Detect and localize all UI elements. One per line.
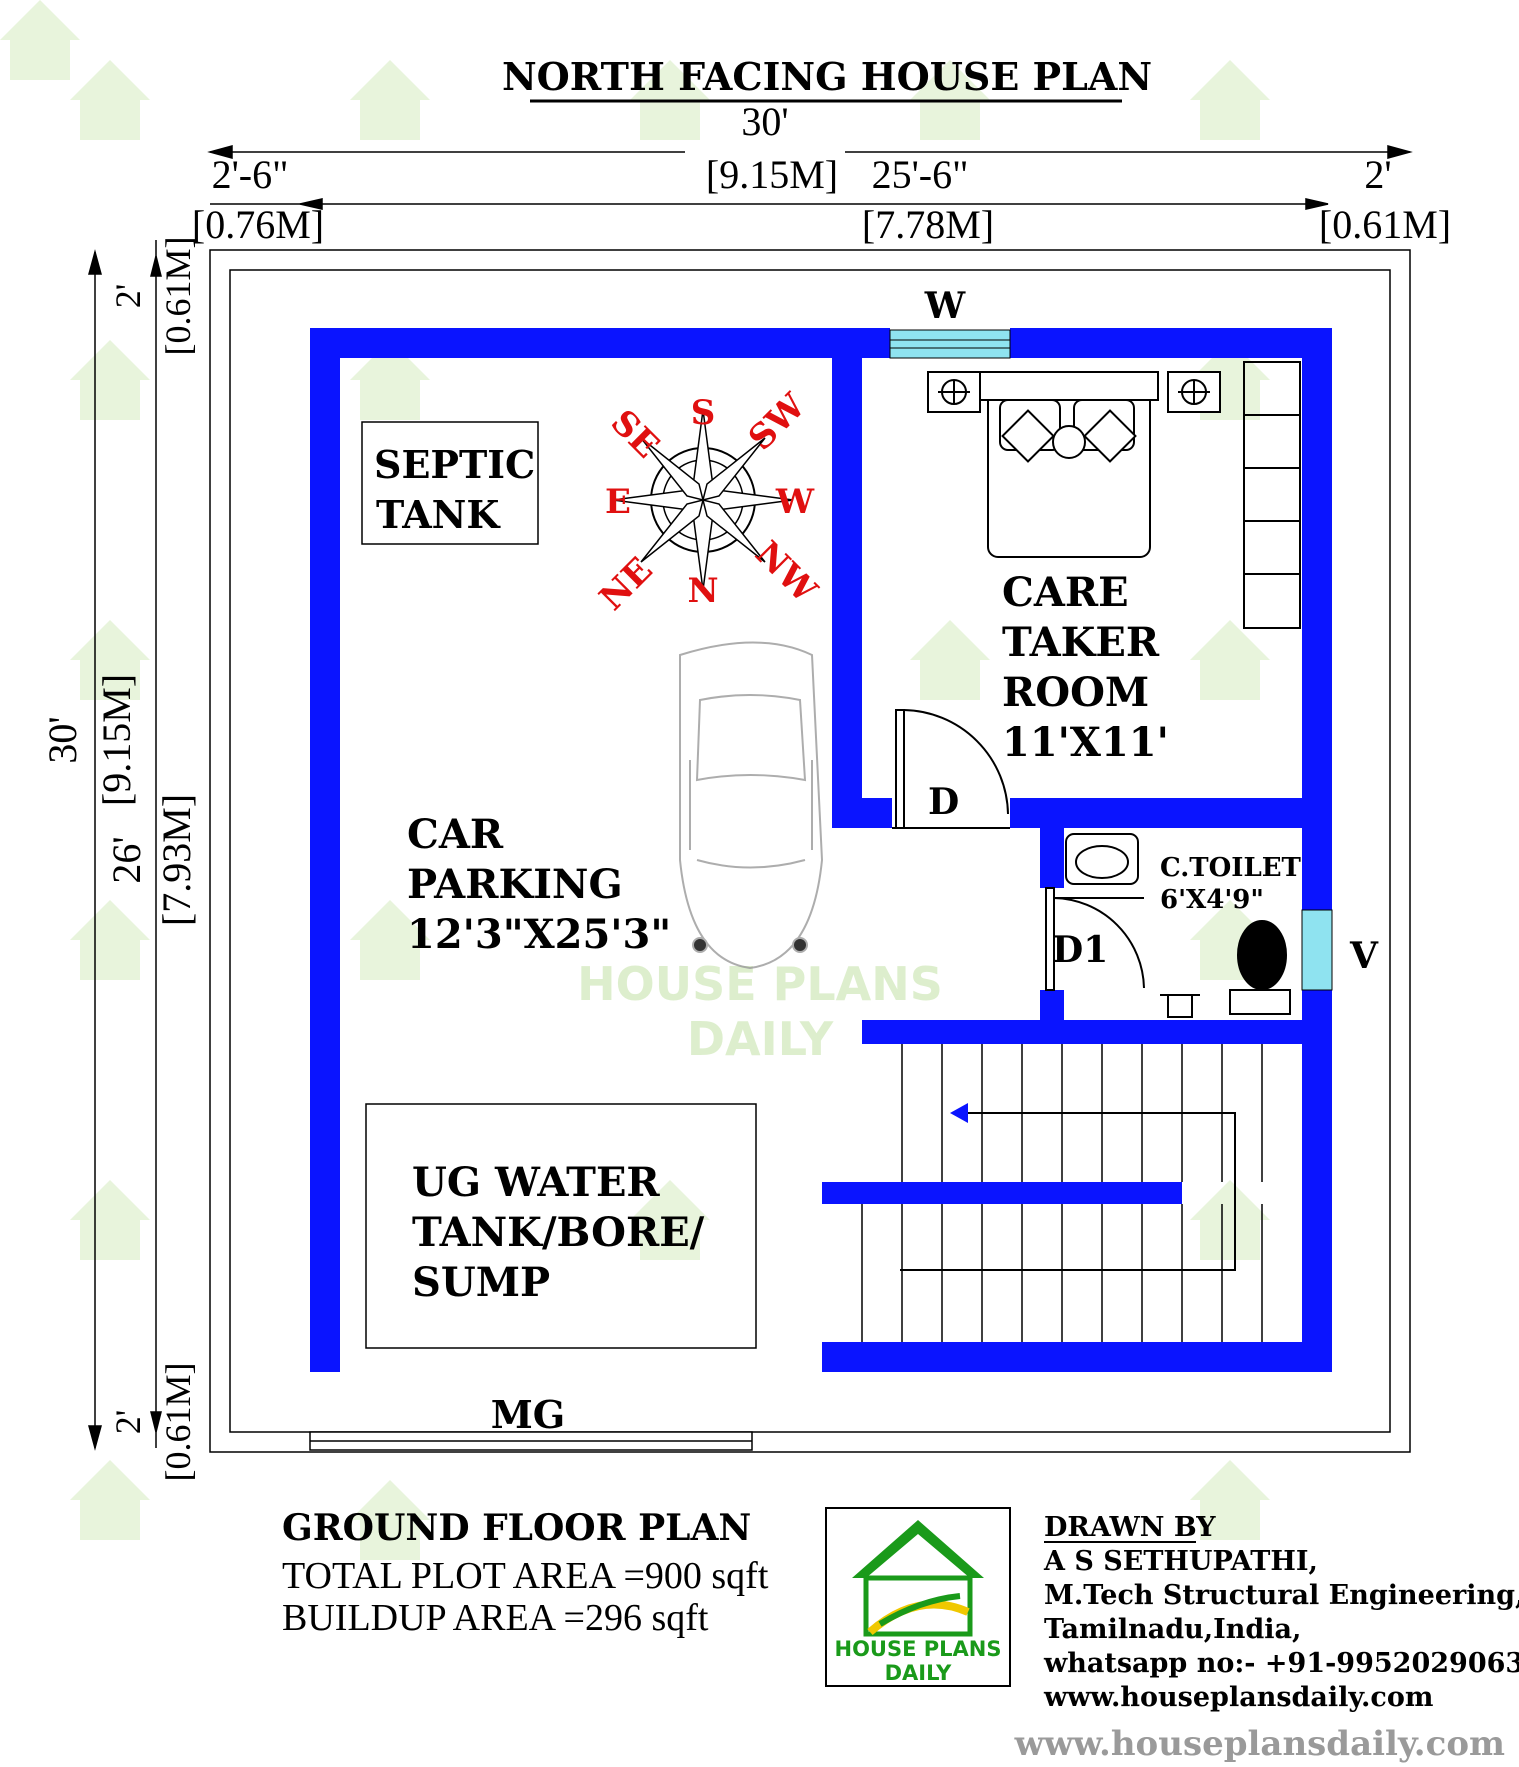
credits-degree: M.Tech Structural Engineering, [1044,1580,1519,1611]
plot-area: TOTAL PLOT AREA =900 sqft [282,1555,769,1597]
parking-label-line1: CAR [407,811,504,858]
care-label-line1: CARE [1002,569,1129,616]
main-gate-label: MG [491,1392,566,1437]
watermark-line2: DAILY [687,1012,834,1066]
car-icon [679,641,824,970]
dim-top-mid-ft: 25'-6" [872,152,969,197]
dim-top-right-ft: 2' [1364,152,1391,197]
ventilator-label: V [1349,935,1379,977]
dim-left-mid-m: [7.93M] [154,794,199,926]
tap-icon [1160,994,1200,1018]
buildup-area: BUILDUP AREA =296 sqft [282,1597,709,1639]
staircase [861,1044,1263,1342]
door-label: D [928,781,959,823]
watermark-pattern [0,0,1270,1560]
parking-size: 12'3"X25'3" [407,911,671,958]
stair-direction-arrow-icon [950,1103,968,1123]
compass-e: E [605,482,631,522]
compass-s: S [691,393,716,433]
care-label-line2: TAKER [1002,619,1160,666]
window-label: W [924,285,966,327]
dim-top-left-ft: 2'-6" [212,152,289,197]
care-size: 11'X11' [1002,719,1169,766]
credits-heading: DRAWN BY [1044,1512,1216,1543]
window [889,329,1011,359]
dim-left-top-m: [0.61M] [158,237,198,356]
ug-tank-box [365,1103,757,1349]
compass-rose-icon [612,409,794,591]
compass-w: W [775,482,815,522]
main-gate [309,1431,753,1451]
credits-website: www.houseplansdaily.com [1043,1682,1433,1713]
dim-left-bottom-m: [0.61M] [158,1363,198,1482]
footer-url: www.houseplansdaily.com [1014,1724,1505,1764]
ug-label-line3: SUMP [412,1259,550,1306]
left-dimensions [88,240,162,1451]
ventilator [1301,909,1333,991]
bed-icon [979,371,1159,558]
page-title: NORTH FACING HOUSE PLAN [502,54,1152,99]
logo-line2: DAILY [885,1661,953,1685]
door-d [892,709,1010,829]
walls [310,328,1332,1372]
dim-left-top-ft: 2' [108,284,148,309]
compass-n: N [687,571,718,611]
washbasin-icon [1065,833,1139,885]
house-plans-daily-logo: HOUSE PLANS DAILY [825,1507,1011,1687]
credits-whatsapp: whatsapp no:- +91-9952029063 [1043,1648,1519,1679]
dim-top-left-m: [0.76M] [192,202,324,247]
door-d1 [1045,887,1145,991]
bedside-table-right-icon [1167,371,1221,413]
dim-top-right-m: [0.61M] [1319,202,1451,247]
septic-label-line1: SEPTIC [374,442,535,487]
plot-boundary-inner [229,269,1391,1433]
toilet-size: 6'X4'9" [1160,885,1264,915]
care-label-line3: ROOM [1002,669,1149,716]
dim-top-total-m: [9.15M] [706,152,838,197]
plot-boundary-outer [209,249,1411,1453]
dim-left-total-ft: 30' [40,716,85,763]
ug-label-line2: TANK/BORE/ [412,1209,705,1256]
parking-label-line2: PARKING [407,861,623,908]
dim-top-mid-m: [7.78M] [862,202,994,247]
bedside-table-left-icon [927,371,981,413]
dim-top-total-ft: 30' [741,99,788,144]
toilet-icon [1229,920,1291,1015]
septic-tank-box [361,421,539,545]
floor-label: GROUND FLOOR PLAN [282,1507,751,1549]
dim-left-total-m: [9.15M] [94,674,139,806]
septic-label-line2: TANK [376,492,501,537]
logo-line1: HOUSE PLANS [835,1637,1002,1661]
top-dimensions [207,145,1413,210]
toilet-label: C.TOILET [1160,853,1302,883]
wardrobe-icon [1243,361,1301,629]
door1-label: D1 [1052,929,1108,971]
compass-ne: NE [592,550,661,619]
ug-label-line1: UG WATER [412,1159,660,1206]
credits-name: A S SETHUPATHI, [1043,1546,1318,1577]
dim-left-bottom-ft: 2' [108,1410,148,1435]
compass-nw: NW [747,534,825,612]
dim-left-mid-ft: 26' [104,836,149,883]
credits-place: Tamilnadu,India, [1044,1614,1301,1645]
